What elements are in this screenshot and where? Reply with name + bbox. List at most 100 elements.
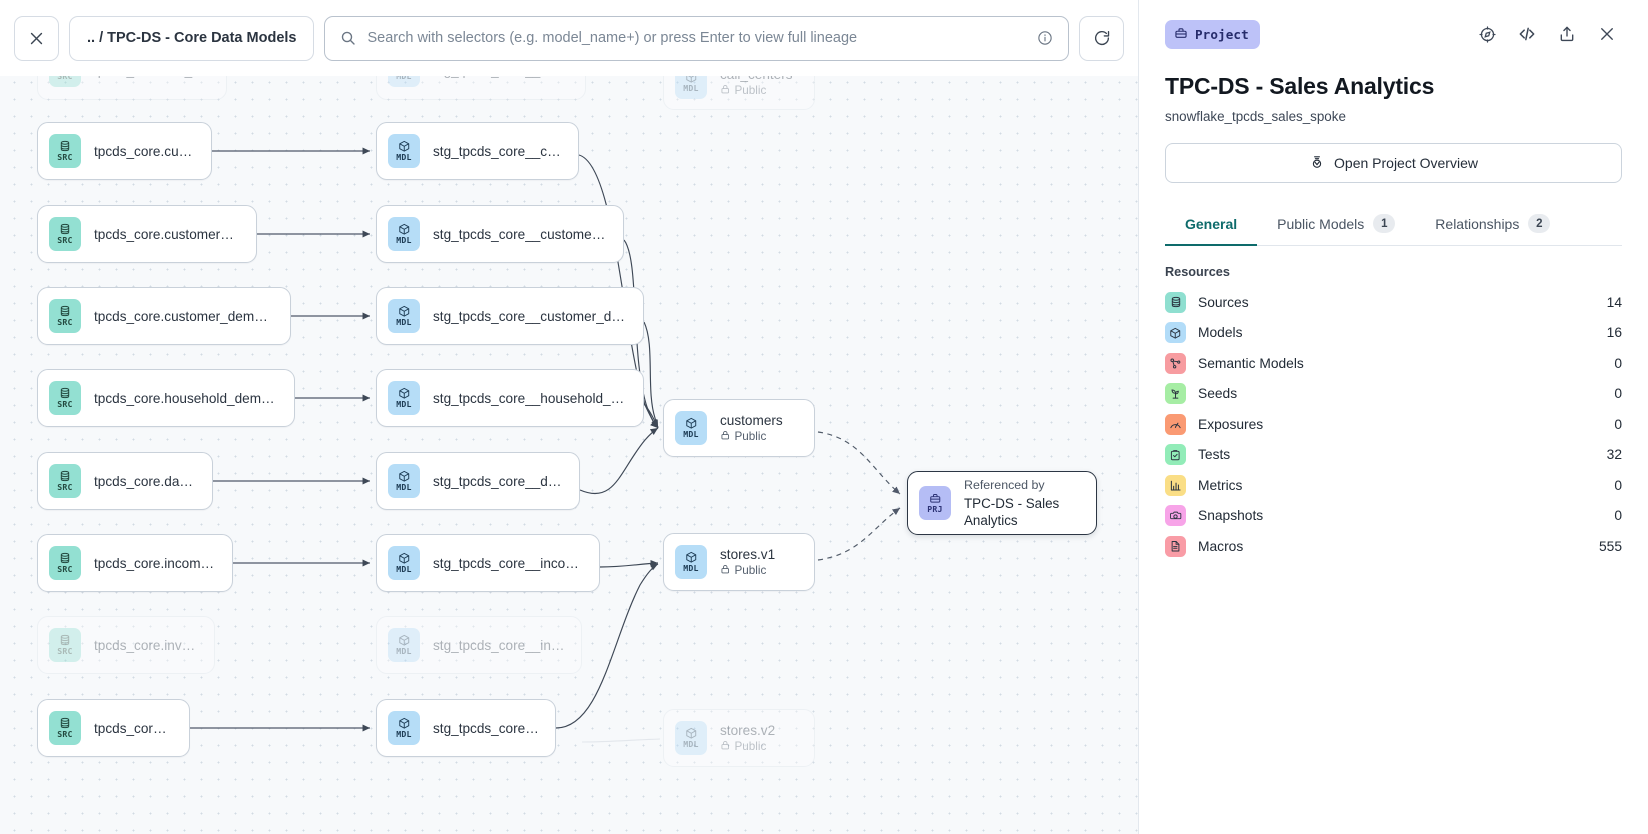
node-type-badge: SRC — [49, 299, 81, 333]
node-label: stores.v2 — [720, 722, 776, 738]
node-type-badge: MDL — [675, 721, 707, 755]
node-body: call_centersPublic — [720, 67, 793, 98]
resource-label: Metrics — [1198, 477, 1243, 493]
node-type-label: SRC — [57, 729, 73, 739]
node-kicker: Referenced by — [964, 477, 1045, 492]
chip-label: Project — [1195, 26, 1249, 42]
details-panel: Project — [1139, 0, 1648, 834]
node-label: TPC-DS - Sales Analytics — [964, 495, 1060, 528]
node-type-label: SRC — [57, 71, 73, 81]
lineage-node[interactable]: MDL stg_tpcds_core__customer_address — [376, 205, 624, 263]
breadcrumb[interactable]: .. / TPC-DS - Core Data Models — [69, 15, 315, 61]
lineage-node[interactable]: SRC tpcds_core.date_dim — [37, 452, 213, 510]
node-body: tpcds_core.customer — [94, 144, 195, 159]
resource-row[interactable]: Metrics 0 — [1165, 470, 1622, 501]
node-label: tpcds_core.inventory — [94, 637, 198, 653]
database-icon — [59, 552, 71, 564]
tab-general[interactable]: General — [1165, 205, 1258, 246]
node-type-badge: SRC — [49, 546, 81, 580]
close-panel-icon[interactable] — [1592, 19, 1622, 49]
resource-count: 0 — [1614, 477, 1622, 493]
node-type-label: MDL — [396, 235, 412, 246]
node-body: stg_tpcds_core__customer_address — [433, 227, 607, 242]
node-label: tpcds_core.customer — [94, 143, 195, 159]
node-type-label: MDL — [683, 83, 699, 94]
search-box[interactable] — [324, 15, 1069, 61]
cube-icon — [685, 551, 698, 564]
node-type-label: MDL — [396, 152, 412, 163]
gauge-icon — [1165, 413, 1186, 435]
lineage-project-node[interactable]: PRJ Referenced by TPC-DS - Sales Analytics — [907, 471, 1097, 535]
resource-type-chip[interactable]: Project — [1165, 19, 1260, 49]
resource-count: 32 — [1606, 447, 1622, 463]
resource-label: Models — [1198, 325, 1243, 341]
close-lineage-button[interactable] — [14, 15, 59, 61]
lineage-node[interactable]: MDLstg_tpcds_core__household_demogr… — [376, 369, 644, 427]
node-label: tpcds_core.store — [94, 720, 173, 736]
open-project-overview-button[interactable]: Open Project Overview — [1165, 143, 1622, 183]
node-type-label: SRC — [57, 399, 73, 409]
node-type-label: SRC — [57, 564, 73, 574]
node-access: Public — [720, 84, 793, 98]
search-input[interactable] — [367, 30, 1026, 46]
share-icon[interactable] — [1552, 19, 1582, 49]
node-type-badge: MDL — [675, 545, 707, 579]
lineage-node[interactable]: SRC tpcds_core.store — [37, 699, 190, 757]
project-icon — [1174, 26, 1188, 43]
node-body: tpcds_core.date_dim — [94, 474, 196, 489]
resource-label: Snapshots — [1198, 508, 1264, 524]
node-type-label: SRC — [57, 646, 73, 656]
node-type-badge: SRC — [49, 464, 81, 498]
node-type-badge: MDL — [388, 628, 420, 662]
cube-icon — [398, 305, 411, 318]
bar-chart-icon — [1165, 474, 1186, 496]
node-type-badge: SRC — [49, 134, 81, 168]
clipboard-check-icon — [1165, 444, 1186, 466]
node-type-label: SRC — [57, 482, 73, 492]
node-label: tpcds_core.household_demographics — [94, 390, 278, 406]
resource-label: Macros — [1198, 538, 1244, 554]
node-type-badge: PRJ — [919, 486, 951, 520]
node-access: Public — [720, 430, 783, 444]
node-label: stg_tpcds_core__customer_address — [433, 226, 607, 242]
info-icon[interactable] — [1037, 30, 1053, 46]
code-icon[interactable] — [1512, 19, 1542, 49]
explore-icon[interactable] — [1472, 19, 1502, 49]
lineage-node[interactable]: SRC tpcds_core.customer — [37, 122, 212, 180]
node-type-label: MDL — [396, 399, 412, 410]
node-type-label: SRC — [57, 235, 73, 245]
node-body: stg_tpcds_core__store — [433, 721, 539, 736]
lineage-node[interactable]: SRC tpcds_core.household_demographics — [37, 369, 295, 427]
node-type-label: MDL — [396, 646, 412, 657]
camera-icon — [1165, 505, 1186, 527]
node-body: tpcds_core.inventory — [94, 638, 198, 653]
cube-icon — [398, 470, 411, 483]
node-body: tpcds_core.income_band — [94, 556, 216, 571]
lineage-canvas[interactable]: SRCtpcds_core.call_centerSRCtpcds_core.c… — [0, 0, 1139, 834]
lineage-node[interactable]: MDLstg_tpcds_core__customer_demogra… — [376, 287, 644, 345]
lineage-toolbar: .. / TPC-DS - Core Data Models — [0, 0, 1138, 76]
lineage-node[interactable]: SRC tpcds_core.income_band — [37, 534, 233, 592]
overview-label: Open Project Overview — [1334, 155, 1478, 171]
cube-icon — [398, 552, 411, 565]
panel-toolbar: Project — [1165, 0, 1622, 56]
refresh-button[interactable] — [1079, 15, 1124, 61]
